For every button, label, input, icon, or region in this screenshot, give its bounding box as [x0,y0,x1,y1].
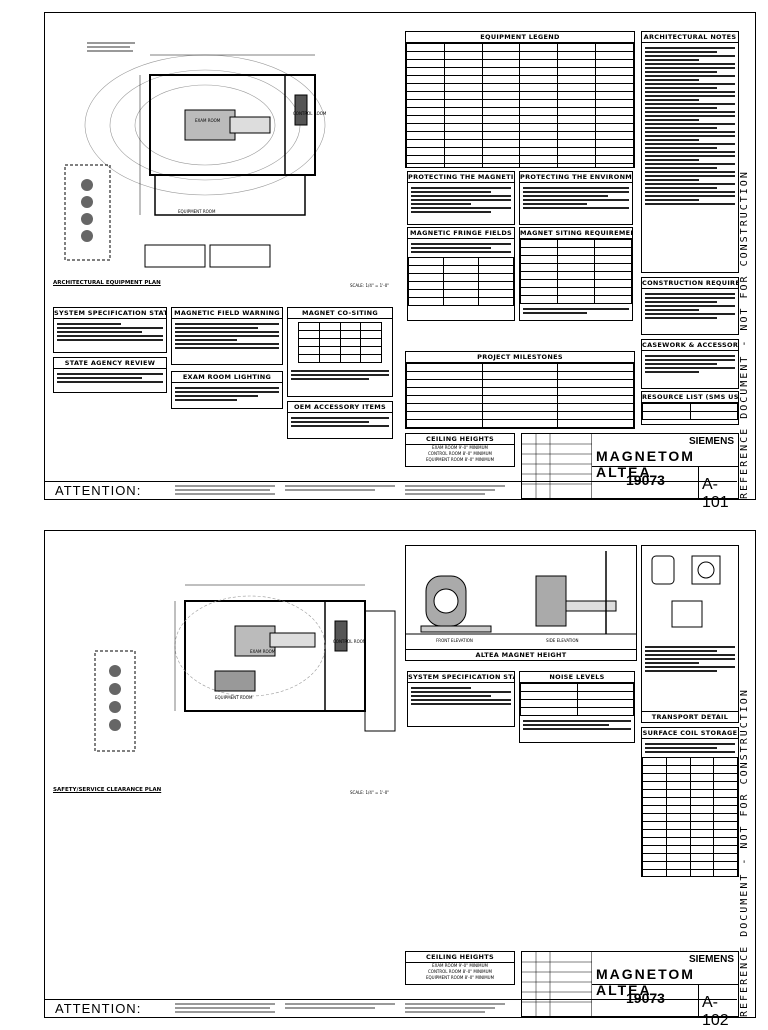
ceiling-heights-box-2: CEILING HEIGHTS EXAM ROOM 9'-0" MINIMUM … [405,951,515,985]
equipment-legend-box: EQUIPMENT LEGEND [405,31,635,168]
system-specification-status-title: SYSTEM SPECIFICATION STATUS [54,309,167,319]
surface-coil-storage-box: SURFACE COIL STORAGE [641,727,739,877]
reference-side-text: REFERENCE DOCUMENT - NOT FOR CONSTRUCTIO… [739,170,750,499]
ceiling-line-exam-2: EXAM ROOM 9'-0" MINIMUM [432,963,488,968]
magnet-co-siting-box: MAGNET CO-SITING [287,307,393,397]
magnetic-fringe-fields-box: MAGNETIC FRINGE FIELDS [407,227,515,321]
plan-scale: SCALE: 1/4" = 1'-0" [350,283,390,288]
protecting-environment-box: PROTECTING THE ENVIRONMENT [519,171,633,225]
ceiling-heights-title: CEILING HEIGHTS [406,434,514,445]
altea-magnet-height-box: FRONT ELEVATION SIDE ELEVATION ALTEA MAG… [405,545,637,661]
ceiling-heights-box: CEILING HEIGHTS EXAM ROOM 9'-0" MINIMUM … [405,433,515,467]
exam-room-lighting-title: EXAM ROOM LIGHTING [172,372,282,383]
plan-title: ARCHITECTURAL EQUIPMENT PLAN [53,280,161,286]
magnet-elevation-drawings [406,551,636,635]
magnetic-field-warning-box: MAGNETIC FIELD WARNING [171,307,283,365]
ceiling-line-equipment-2: EQUIPMENT ROOM 8'-0" MINIMUM [425,975,495,980]
exam-room-label: EXAM ROOM [195,118,221,123]
safety-service-clearance-plan-drawing [94,584,396,752]
architectural-notes-box: ARCHITECTURAL NOTES [641,31,739,273]
noise-levels-title: NOISE LEVELS [520,672,634,683]
project-number: 19073 [626,472,665,488]
construction-requirements-box: CONSTRUCTION REQUIREMENTS [641,277,739,335]
equipment-legend-title: EQUIPMENT LEGEND [406,32,634,43]
project-number-2: 19073 [626,990,665,1006]
ceiling-line-control: CONTROL ROOM 8'-0" MINIMUM [428,451,492,456]
exam-room-lighting-box: EXAM ROOM LIGHTING [171,371,283,409]
casework-accessory-notes-title: CASEWORK & ACCESSORY NOTES [642,341,739,351]
equipment-room-label: EQUIPMENT ROOM [178,209,216,214]
title-block: SIEMENS MAGNETOM ALTEA 19073 A-101 [521,433,739,511]
attention-notes-2 [175,1003,505,1013]
control-room-label: CONTROL ROOM [293,111,327,116]
magnet-siting-requirements-title: MAGNET SITING REQUIREMENTS [520,229,632,239]
state-agency-review-title: STATE AGENCY REVIEW [54,358,166,369]
plan-title-2: SAFETY/SERVICE CLEARANCE PLAN [53,787,162,793]
ceiling-line-control-2: CONTROL ROOM 8'-0" MINIMUM [428,969,492,974]
architectural-notes-title: ARCHITECTURAL NOTES [642,33,738,43]
project-milestones-box: PROJECT MILESTONES [405,351,635,429]
construction-requirements-title: CONSTRUCTION REQUIREMENTS [642,278,738,289]
altea-magnet-height-title: ALTEA MAGNET HEIGHT [406,649,636,660]
transport-drawings [651,555,721,628]
protecting-environment-title: PROTECTING THE ENVIRONMENT [520,173,633,183]
surface-coil-storage-title: SURFACE COIL STORAGE [642,729,738,739]
magnetic-field-warning-title: MAGNETIC FIELD WARNING [172,308,282,319]
magnet-siting-requirements-box: MAGNET SITING REQUIREMENTS [519,227,633,321]
side-elevation-label: SIDE ELEVATION [546,638,579,643]
attention-notes [175,485,505,495]
attention-label: ATTENTION: [55,483,142,498]
state-agency-review-box: STATE AGENCY REVIEW [53,357,167,393]
attention-label-2: ATTENTION: [55,1001,142,1016]
protecting-magnetic-field-title: PROTECTING THE MAGNETIC FIELD [408,173,515,183]
system-specification-status-box: SYSTEM SPECIFICATION STATUS [53,307,167,353]
magnetic-fringe-fields-title: MAGNETIC FRINGE FIELDS [408,229,514,239]
transport-detail-box: TRANSPORT DETAIL [641,545,739,723]
reference-side-text-2: REFERENCE DOCUMENT - NOT FOR CONSTRUCTIO… [739,688,750,1017]
architectural-equipment-plan-drawing [64,40,326,268]
product-title-2: MAGNETOM ALTEA [596,966,695,998]
casework-accessory-notes-box: CASEWORK & ACCESSORY NOTES [641,339,739,389]
ceiling-line-equipment: EQUIPMENT ROOM 8'-0" MINIMUM [425,457,495,462]
revision-grid [522,434,592,498]
ceiling-line-exam: EXAM ROOM 9'-0" MINIMUM [432,445,488,450]
transport-detail-title: TRANSPORT DETAIL [642,711,738,722]
front-elevation-label: FRONT ELEVATION [436,638,473,643]
system-specification-status-box-2: SYSTEM SPECIFICATION STATUS [407,671,515,727]
project-milestones-title: PROJECT MILESTONES [406,352,634,363]
resource-list-title: RESOURCE LIST (SMS USE ONLY) [642,393,739,403]
exam-room-label-2: EXAM ROOM [250,649,276,654]
equipment-room-label-2: EQUIPMENT ROOM [215,695,253,700]
plan-scale-2: SCALE: 1/4" = 1'-0" [350,790,390,795]
title-block-2: SIEMENS MAGNETOM ALTEA 19073 A-102 [521,951,739,1029]
product-title: MAGNETOM ALTEA [596,448,695,480]
ceiling-heights-title-2: CEILING HEIGHTS [406,952,514,963]
magnet-co-siting-title: MAGNET CO-SITING [288,308,392,319]
noise-levels-box: NOISE LEVELS [519,671,635,743]
drawing-sheet-a102: REFERENCE DOCUMENT - NOT FOR CONSTRUCTIO… [44,530,756,1029]
control-room-label-2: CONTROL ROOM [333,639,367,644]
oem-accessory-items-box: OEM ACCESSORY ITEMS [287,401,393,439]
drawing-sheet-a101: REFERENCE DOCUMENT - NOT FOR CONSTRUCTIO… [44,12,756,511]
system-specification-status-title-2: SYSTEM SPECIFICATION STATUS [408,673,514,683]
revision-grid-2 [522,952,592,1016]
brand-label: SIEMENS [688,436,734,447]
equipment-legend-table [406,43,634,167]
resource-list-box: RESOURCE LIST (SMS USE ONLY) [641,391,739,425]
sheet-number: A-101 [702,476,729,511]
oem-accessory-items-title: OEM ACCESSORY ITEMS [288,402,392,413]
protecting-magnetic-field-box: PROTECTING THE MAGNETIC FIELD [407,171,515,225]
brand-label-2: SIEMENS [688,954,734,965]
